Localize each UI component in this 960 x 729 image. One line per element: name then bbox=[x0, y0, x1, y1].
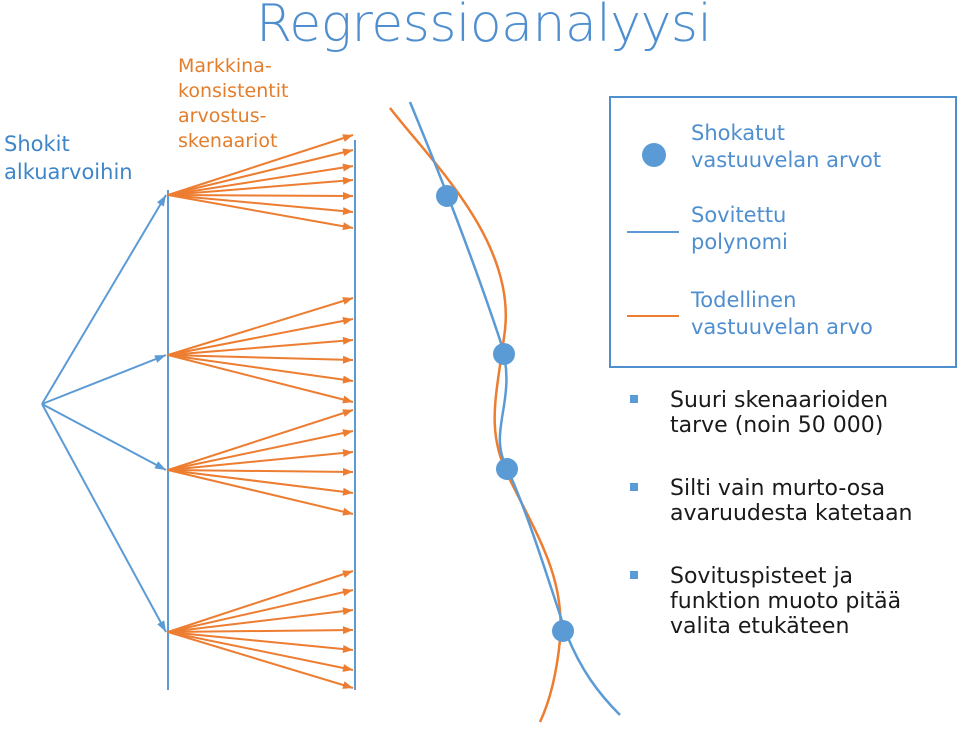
scenario-arrow-head bbox=[342, 297, 353, 305]
scenario-arrow bbox=[167, 194, 354, 213]
scenario-arrow-head bbox=[342, 507, 353, 516]
scenario-arrow bbox=[167, 339, 354, 356]
legend-orange-line bbox=[627, 315, 679, 317]
legend-true-value: Todellinen vastuuvelan arvo bbox=[691, 288, 873, 339]
scenario-arrow bbox=[167, 194, 354, 197]
scenario-arrow-head bbox=[342, 222, 353, 231]
legend-fitted-polynomial: Sovitettu polynomi bbox=[691, 203, 788, 254]
scenario-arrow-head bbox=[342, 588, 353, 597]
scenario-arrow bbox=[167, 409, 354, 471]
scenario-arrow-head bbox=[342, 626, 353, 635]
bullet-square-icon bbox=[630, 571, 638, 579]
shock-arrow bbox=[41, 403, 167, 471]
scenario-arrow bbox=[167, 354, 354, 403]
scenario-arrow-head bbox=[342, 134, 353, 142]
scenario-arrow bbox=[167, 469, 354, 494]
legend-box: Shokatut vastuuvelan arvot Sovitettu pol… bbox=[609, 96, 957, 368]
scenario-arrow-head bbox=[342, 375, 353, 384]
legend-shocked-values: Shokatut vastuuvelan arvot bbox=[691, 121, 882, 172]
scenario-arrow bbox=[167, 297, 354, 356]
shock-arrow-head bbox=[157, 620, 166, 632]
market-scenarios-label: Markkina- konsistentit arvostus- skenaar… bbox=[178, 55, 289, 152]
scenario-arrow bbox=[167, 134, 354, 196]
scenario-arrow-head bbox=[342, 207, 353, 216]
bullet-square-icon bbox=[630, 395, 638, 403]
scenario-arrow-head bbox=[342, 355, 353, 364]
true-value-curve bbox=[389, 107, 562, 723]
scenario-arrow-head bbox=[342, 448, 353, 457]
scenario-arrow-head bbox=[342, 409, 353, 417]
scenario-arrow bbox=[167, 165, 354, 196]
shocks-label: Shokit alkuarvoihin bbox=[4, 132, 133, 184]
scenario-arrow bbox=[167, 570, 354, 633]
scenario-arrow-head bbox=[342, 316, 353, 325]
scenario-arrow bbox=[167, 149, 354, 196]
legend-blue-line bbox=[627, 231, 679, 233]
scenario-arrow-head bbox=[342, 148, 353, 157]
scenario-arrow bbox=[167, 631, 354, 651]
page-title: Regressioanalyysi bbox=[256, 0, 712, 54]
scenario-arrow-head bbox=[342, 429, 353, 437]
scenario-arrow bbox=[167, 430, 354, 471]
scenario-arrow-head bbox=[342, 336, 353, 345]
scenario-arrow-head bbox=[342, 163, 353, 172]
bullet-square-icon bbox=[630, 483, 638, 491]
shocked-value-dot bbox=[436, 185, 458, 207]
scenario-arrow bbox=[167, 469, 354, 515]
scenario-arrow-head bbox=[342, 681, 353, 689]
shock-arrow-head bbox=[156, 195, 166, 207]
scenario-arrow-head bbox=[342, 176, 353, 185]
shock-arrow-head bbox=[154, 355, 166, 363]
scenario-arrow bbox=[167, 631, 354, 689]
scenario-arrow bbox=[167, 589, 354, 633]
scenario-arrow bbox=[167, 629, 354, 633]
scenario-arrow-head bbox=[342, 467, 353, 476]
scenario-arrow bbox=[167, 318, 354, 356]
shocked-value-dot bbox=[552, 620, 574, 642]
shock-arrow bbox=[41, 354, 167, 405]
scenario-arrow bbox=[167, 354, 354, 382]
scenario-arrow-head bbox=[342, 487, 353, 496]
shock-arrow bbox=[41, 194, 167, 405]
shocked-value-dot bbox=[496, 458, 518, 480]
scenario-arrow-head bbox=[342, 645, 353, 654]
scenario-arrow bbox=[167, 354, 354, 361]
scenario-arrow-head bbox=[342, 664, 353, 672]
scenario-arrow bbox=[167, 451, 354, 471]
shock-arrow bbox=[41, 403, 167, 633]
scenario-arrow-head bbox=[342, 570, 353, 578]
legend-dot-marker bbox=[642, 143, 666, 167]
scenario-arrow bbox=[167, 631, 354, 671]
scenario-arrow bbox=[167, 179, 354, 196]
scenario-arrow bbox=[167, 609, 354, 633]
scenario-arrow bbox=[167, 469, 354, 473]
scenario-arrow bbox=[167, 194, 354, 229]
shock-arrow-head bbox=[154, 461, 166, 470]
scenario-arrow-head bbox=[342, 607, 353, 616]
scenario-arrow-head bbox=[342, 395, 353, 404]
scenario-arrow-head bbox=[342, 191, 353, 200]
shocked-value-dot bbox=[493, 343, 515, 365]
